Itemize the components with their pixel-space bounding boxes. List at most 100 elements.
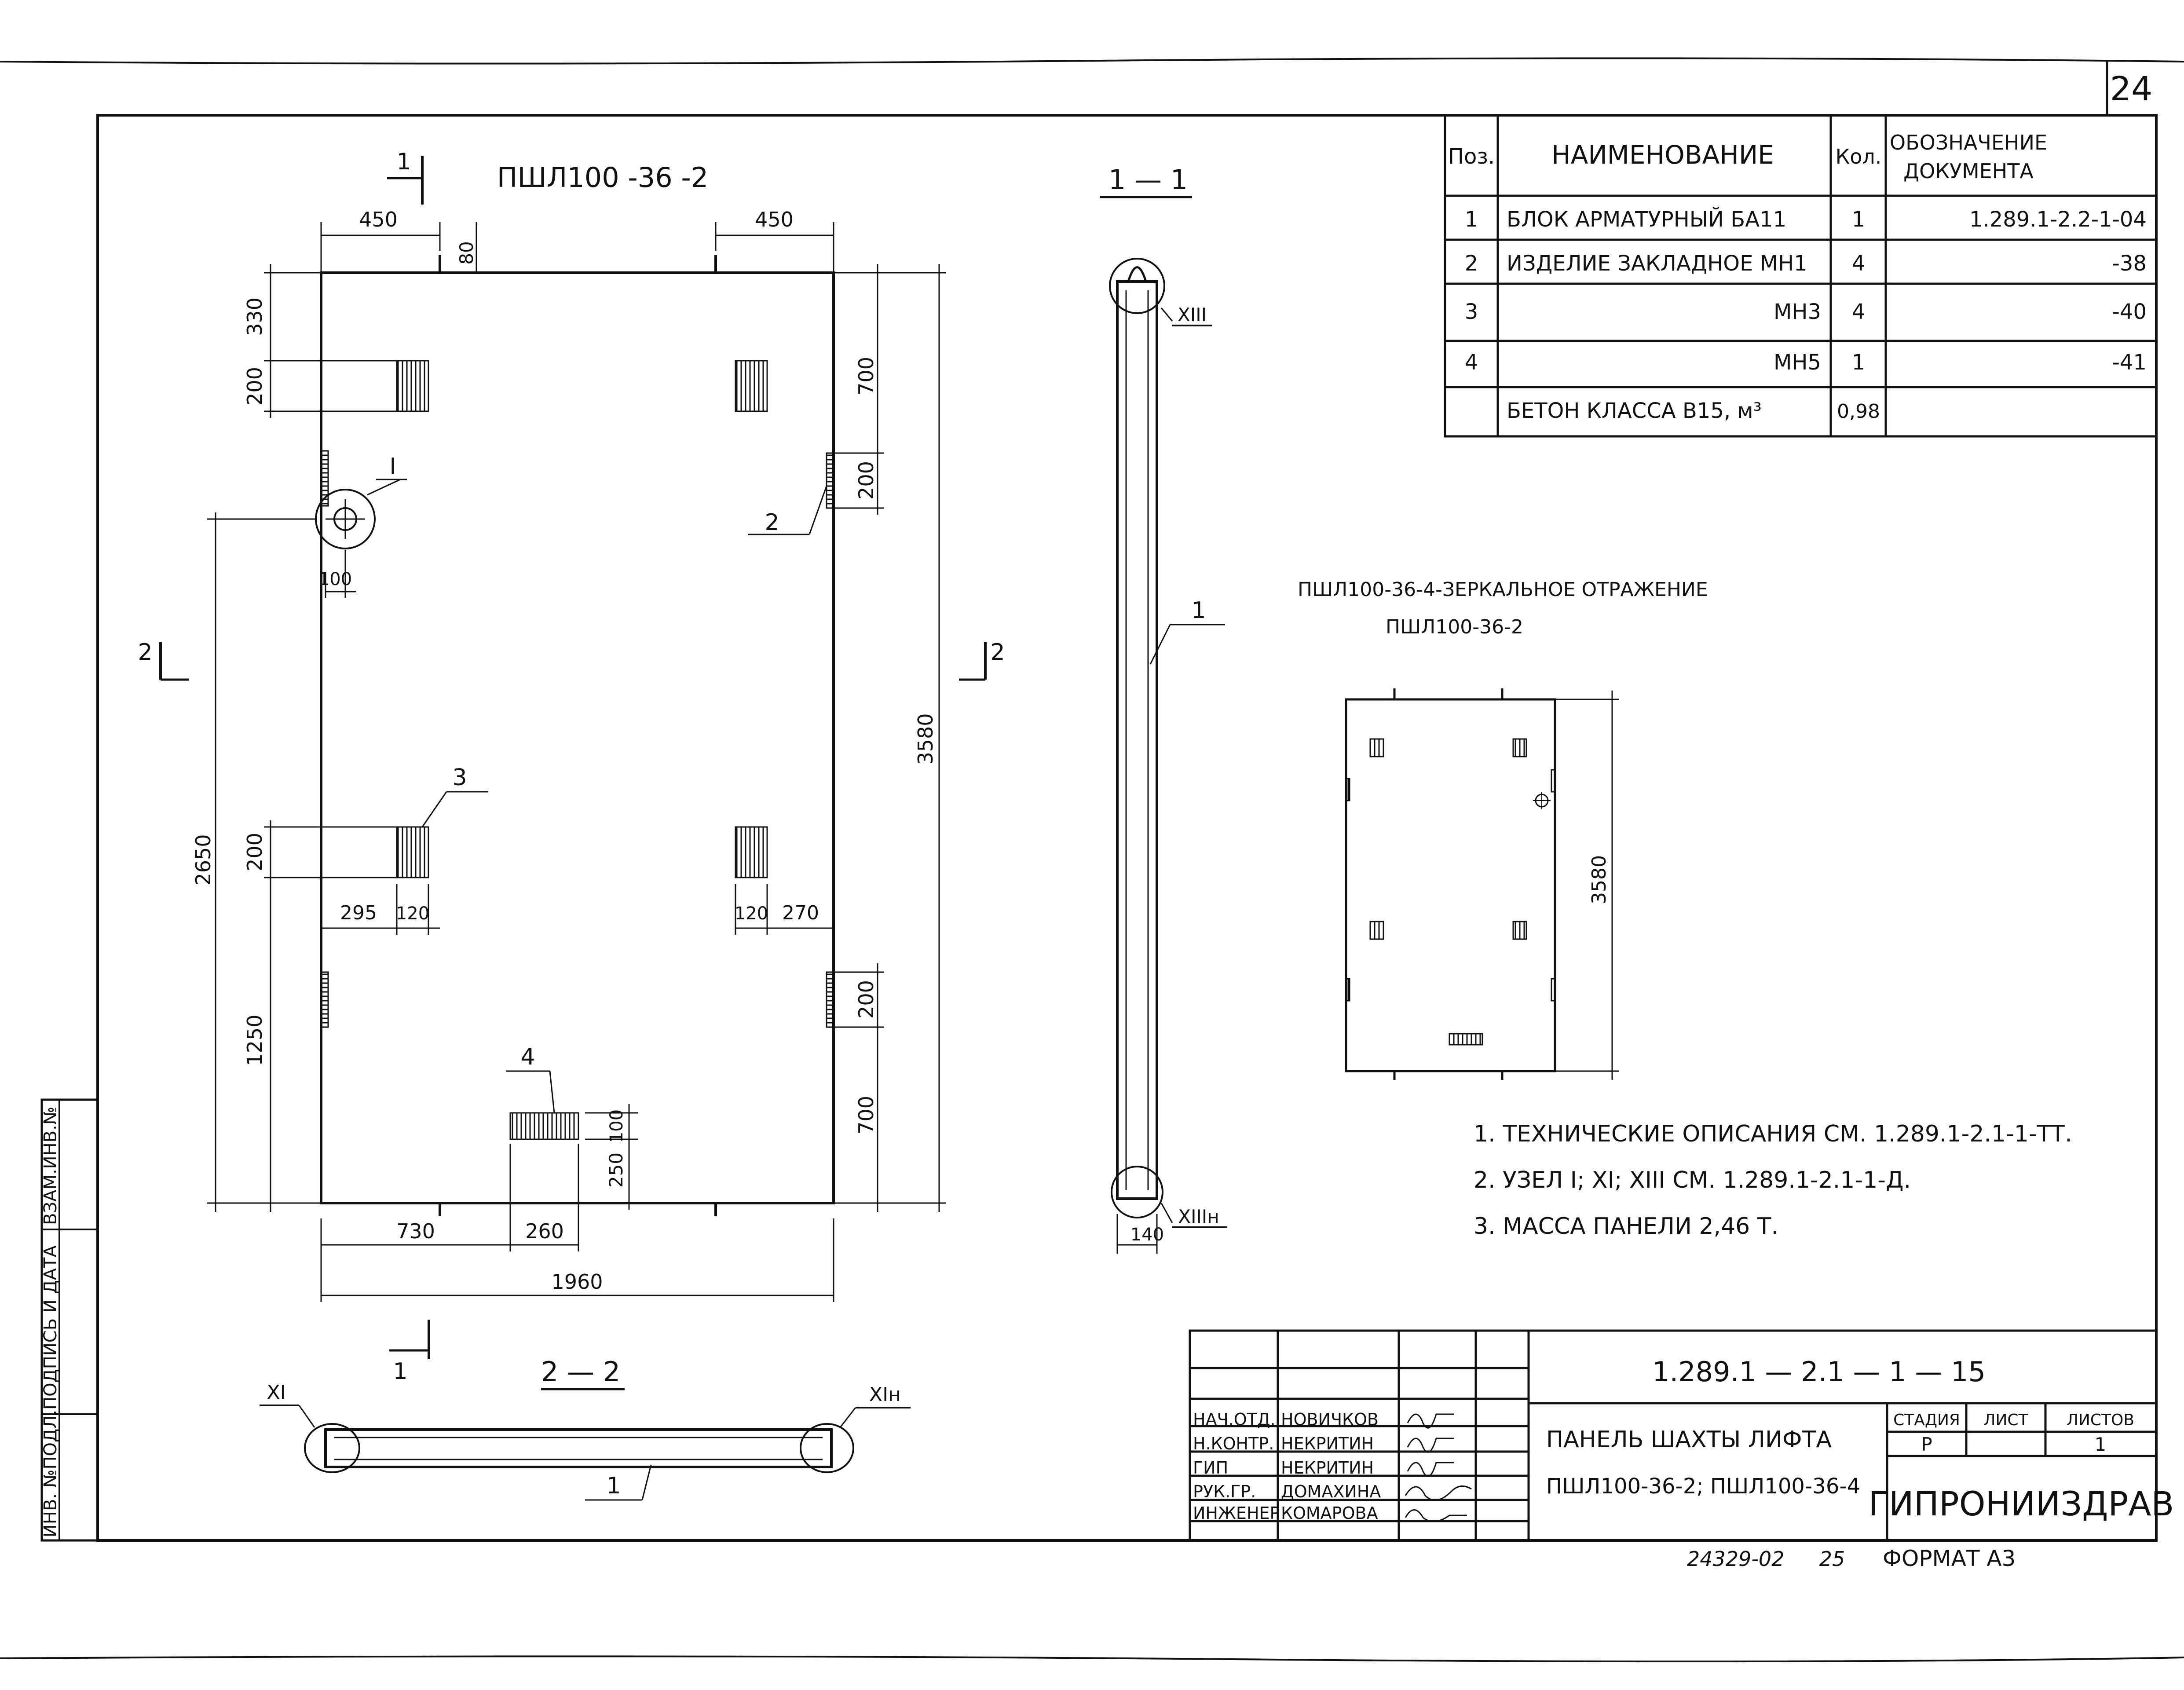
svg-text:1: 1: [393, 1358, 407, 1385]
spec-row-4-doc: -41: [2112, 350, 2147, 375]
dimension-lines: [207, 222, 946, 1302]
mh3-plate-top-right: [735, 360, 768, 412]
side-stamp: ИНВ. №ПОДЛ. ПОДПИСЬ И ДАТА ВЗАМ.ИНВ.№: [40, 1098, 99, 1542]
spec-row-3-pos: 3: [1465, 300, 1478, 324]
spec-row-2-name: ИЗДЕЛИЕ ЗАКЛАДНОЕ МН1: [1507, 251, 1807, 276]
top-edge-line: [0, 57, 2184, 65]
stage-header: СТАДИЯ: [1893, 1411, 1960, 1429]
sheet-number: 24: [2110, 69, 2153, 108]
spec-row-2-pos: 2: [1465, 251, 1478, 276]
bottom-edge-line: [0, 1655, 2184, 1663]
note-1: 1. ТЕХНИЧЕСКИЕ ОПИСАНИЯ СМ. 1.289.1-2.1-…: [1474, 1121, 2072, 1147]
mh1-plate-left-top: [320, 450, 329, 507]
signatures: [1405, 1413, 1472, 1522]
node-i-label: I: [389, 454, 396, 480]
name-5: КОМАРОВА: [1281, 1503, 1378, 1523]
section-2-2-view: 2 — 2 XI XIн 1: [260, 1356, 911, 1501]
format-label: ФОРМАТ А3: [1883, 1546, 2016, 1571]
mirror-panel-outline: [1345, 698, 1556, 1072]
dim-100-node: 100: [318, 569, 352, 589]
dim-450-left: 450: [359, 208, 398, 231]
section-2-2-callout: 1: [606, 1473, 621, 1499]
stamp-inv-label: ИНВ. №ПОДЛ.: [40, 1410, 61, 1537]
dim-1250: 1250: [243, 1014, 267, 1066]
name-4: ДОМАХИНА: [1281, 1482, 1381, 1501]
organization: ГИПРОНИИЗДРАВ: [1869, 1484, 2174, 1523]
node-xi-label: XI: [267, 1381, 285, 1404]
mh1-plate-right-bottom: [826, 971, 834, 1028]
node-xiii-circle: [1109, 258, 1165, 314]
callout-4: 4: [520, 1044, 535, 1070]
drawing-frame: [96, 114, 2158, 1542]
dim-295: 295: [340, 902, 377, 924]
role-1: НАЧ.ОТД.: [1193, 1410, 1276, 1429]
spec-row-1-name: БЛОК АРМАТУРНЫЙ БА11: [1507, 207, 1786, 232]
mh3-plate-top-left: [396, 360, 429, 412]
svg-text:1: 1: [396, 149, 411, 175]
role-2: Н.КОНТР.: [1193, 1434, 1274, 1453]
section-mark-1-top: 1: [387, 149, 424, 205]
spec-row-4-qty: 1: [1852, 350, 1866, 375]
spec-row-1-pos: 1: [1465, 207, 1478, 232]
spec-header-qty: Кол.: [1836, 145, 1882, 168]
mh3-plate-mid-right: [735, 826, 768, 878]
sheet-header: ЛИСТ: [1983, 1411, 2028, 1429]
role-4: РУК.ГР.: [1193, 1482, 1256, 1501]
spec-row-3-doc: -40: [2112, 300, 2147, 324]
section-1-1-view: 1 — 1 XIII XIIIн 1 140: [1100, 164, 1227, 1254]
mh5-plate: [509, 1112, 579, 1140]
dim-700-top-right: 700: [854, 357, 878, 395]
node-xi-h-circle: [800, 1423, 854, 1473]
dim-730: 730: [396, 1219, 435, 1243]
mirror-dim-3580: 3580: [1588, 855, 1610, 904]
dim-120-left: 120: [396, 904, 429, 924]
designation: 1.289.1 — 2.1 — 1 — 15: [1652, 1356, 1986, 1388]
name-2: НЕКРИТИН: [1281, 1434, 1374, 1453]
spec-header-name: НАИМЕНОВАНИЕ: [1551, 140, 1774, 170]
dim-3580: 3580: [914, 713, 937, 765]
dim-700-bottom-right: 700: [854, 1096, 878, 1134]
spec-header-pos: Поз.: [1448, 144, 1495, 169]
mirror-view: ПШЛ100-36-4-ЗЕРКАЛЬНОЕ ОТРАЖЕНИЕ ПШЛ100-…: [1298, 578, 1708, 1080]
dim-450-right: 450: [755, 208, 794, 231]
node-xiii-h-label: XIIIн: [1178, 1206, 1219, 1227]
callout-3: 3: [452, 765, 467, 791]
title-block: 1.289.1 — 2.1 — 1 — 15 НАЧ.ОТД. Н.КОНТР.…: [1189, 1329, 2174, 1542]
name-1: НОВИЧКОВ: [1281, 1410, 1379, 1429]
doc-title-1: ПАНЕЛЬ ШАХТЫ ЛИФТА: [1546, 1427, 1832, 1453]
spec-row-4-name: МН5: [1774, 350, 1821, 375]
node-xi-circle: [304, 1423, 360, 1473]
spec-row-2-qty: 4: [1852, 251, 1866, 276]
spec-row-4-pos: 4: [1465, 350, 1478, 375]
spec-header-doc-1: ОБОЗНАЧЕНИЕ: [1890, 131, 2047, 154]
main-view-title: ПШЛ100 -36 -2: [497, 161, 708, 194]
dim-330: 330: [243, 297, 267, 336]
node-xiii-label: XIII: [1178, 304, 1207, 326]
spec-row-5-qty: 0,98: [1837, 400, 1880, 423]
mirror-caption-1: ПШЛ100-36-4-ЗЕРКАЛЬНОЕ ОТРАЖЕНИЕ: [1298, 578, 1708, 601]
panel-outline: [320, 271, 835, 1204]
section-1-1-outline: [1116, 280, 1158, 1200]
section-mark-2-right: 2: [959, 639, 1005, 681]
role-5: ИНЖЕНЕР: [1193, 1503, 1280, 1523]
section-2-2-outline: [324, 1428, 833, 1468]
dim-120-right: 120: [735, 904, 768, 924]
stage-value: Р: [1921, 1434, 1932, 1455]
note-3: 3. МАССА ПАНЕЛИ 2,46 Т.: [1474, 1213, 1778, 1240]
section-2-2-title: 2 — 2: [541, 1356, 620, 1388]
doc-title-2: ПШЛ100-36-2; ПШЛ100-36-4: [1546, 1474, 1860, 1499]
main-panel-view: ПШЛ100 -36 -2 I 2 3 4: [138, 149, 1005, 1385]
section-mark-1-bottom: 1: [389, 1320, 430, 1385]
stamp-replace-label: ВЗАМ.ИНВ.№: [40, 1107, 61, 1225]
svg-text:2: 2: [138, 639, 152, 666]
notes: 1. ТЕХНИЧЕСКИЕ ОПИСАНИЯ СМ. 1.289.1-2.1-…: [1474, 1121, 2072, 1240]
spec-row-5-name: БЕТОН КЛАССА В15, м³: [1507, 399, 1762, 423]
dim-100-mh5: 100: [607, 1109, 627, 1143]
spec-header-doc-2: ДОКУМЕНТА: [1903, 159, 2034, 183]
dim-270: 270: [782, 902, 819, 924]
spec-table: Поз. НАИМЕНОВАНИЕ Кол. ОБОЗНАЧЕНИЕ ДОКУМ…: [1444, 114, 2158, 438]
dim-200-top-left: 200: [243, 367, 267, 406]
name-3: НЕКРИТИН: [1281, 1458, 1374, 1478]
spec-row-2-doc: -38: [2112, 251, 2147, 276]
